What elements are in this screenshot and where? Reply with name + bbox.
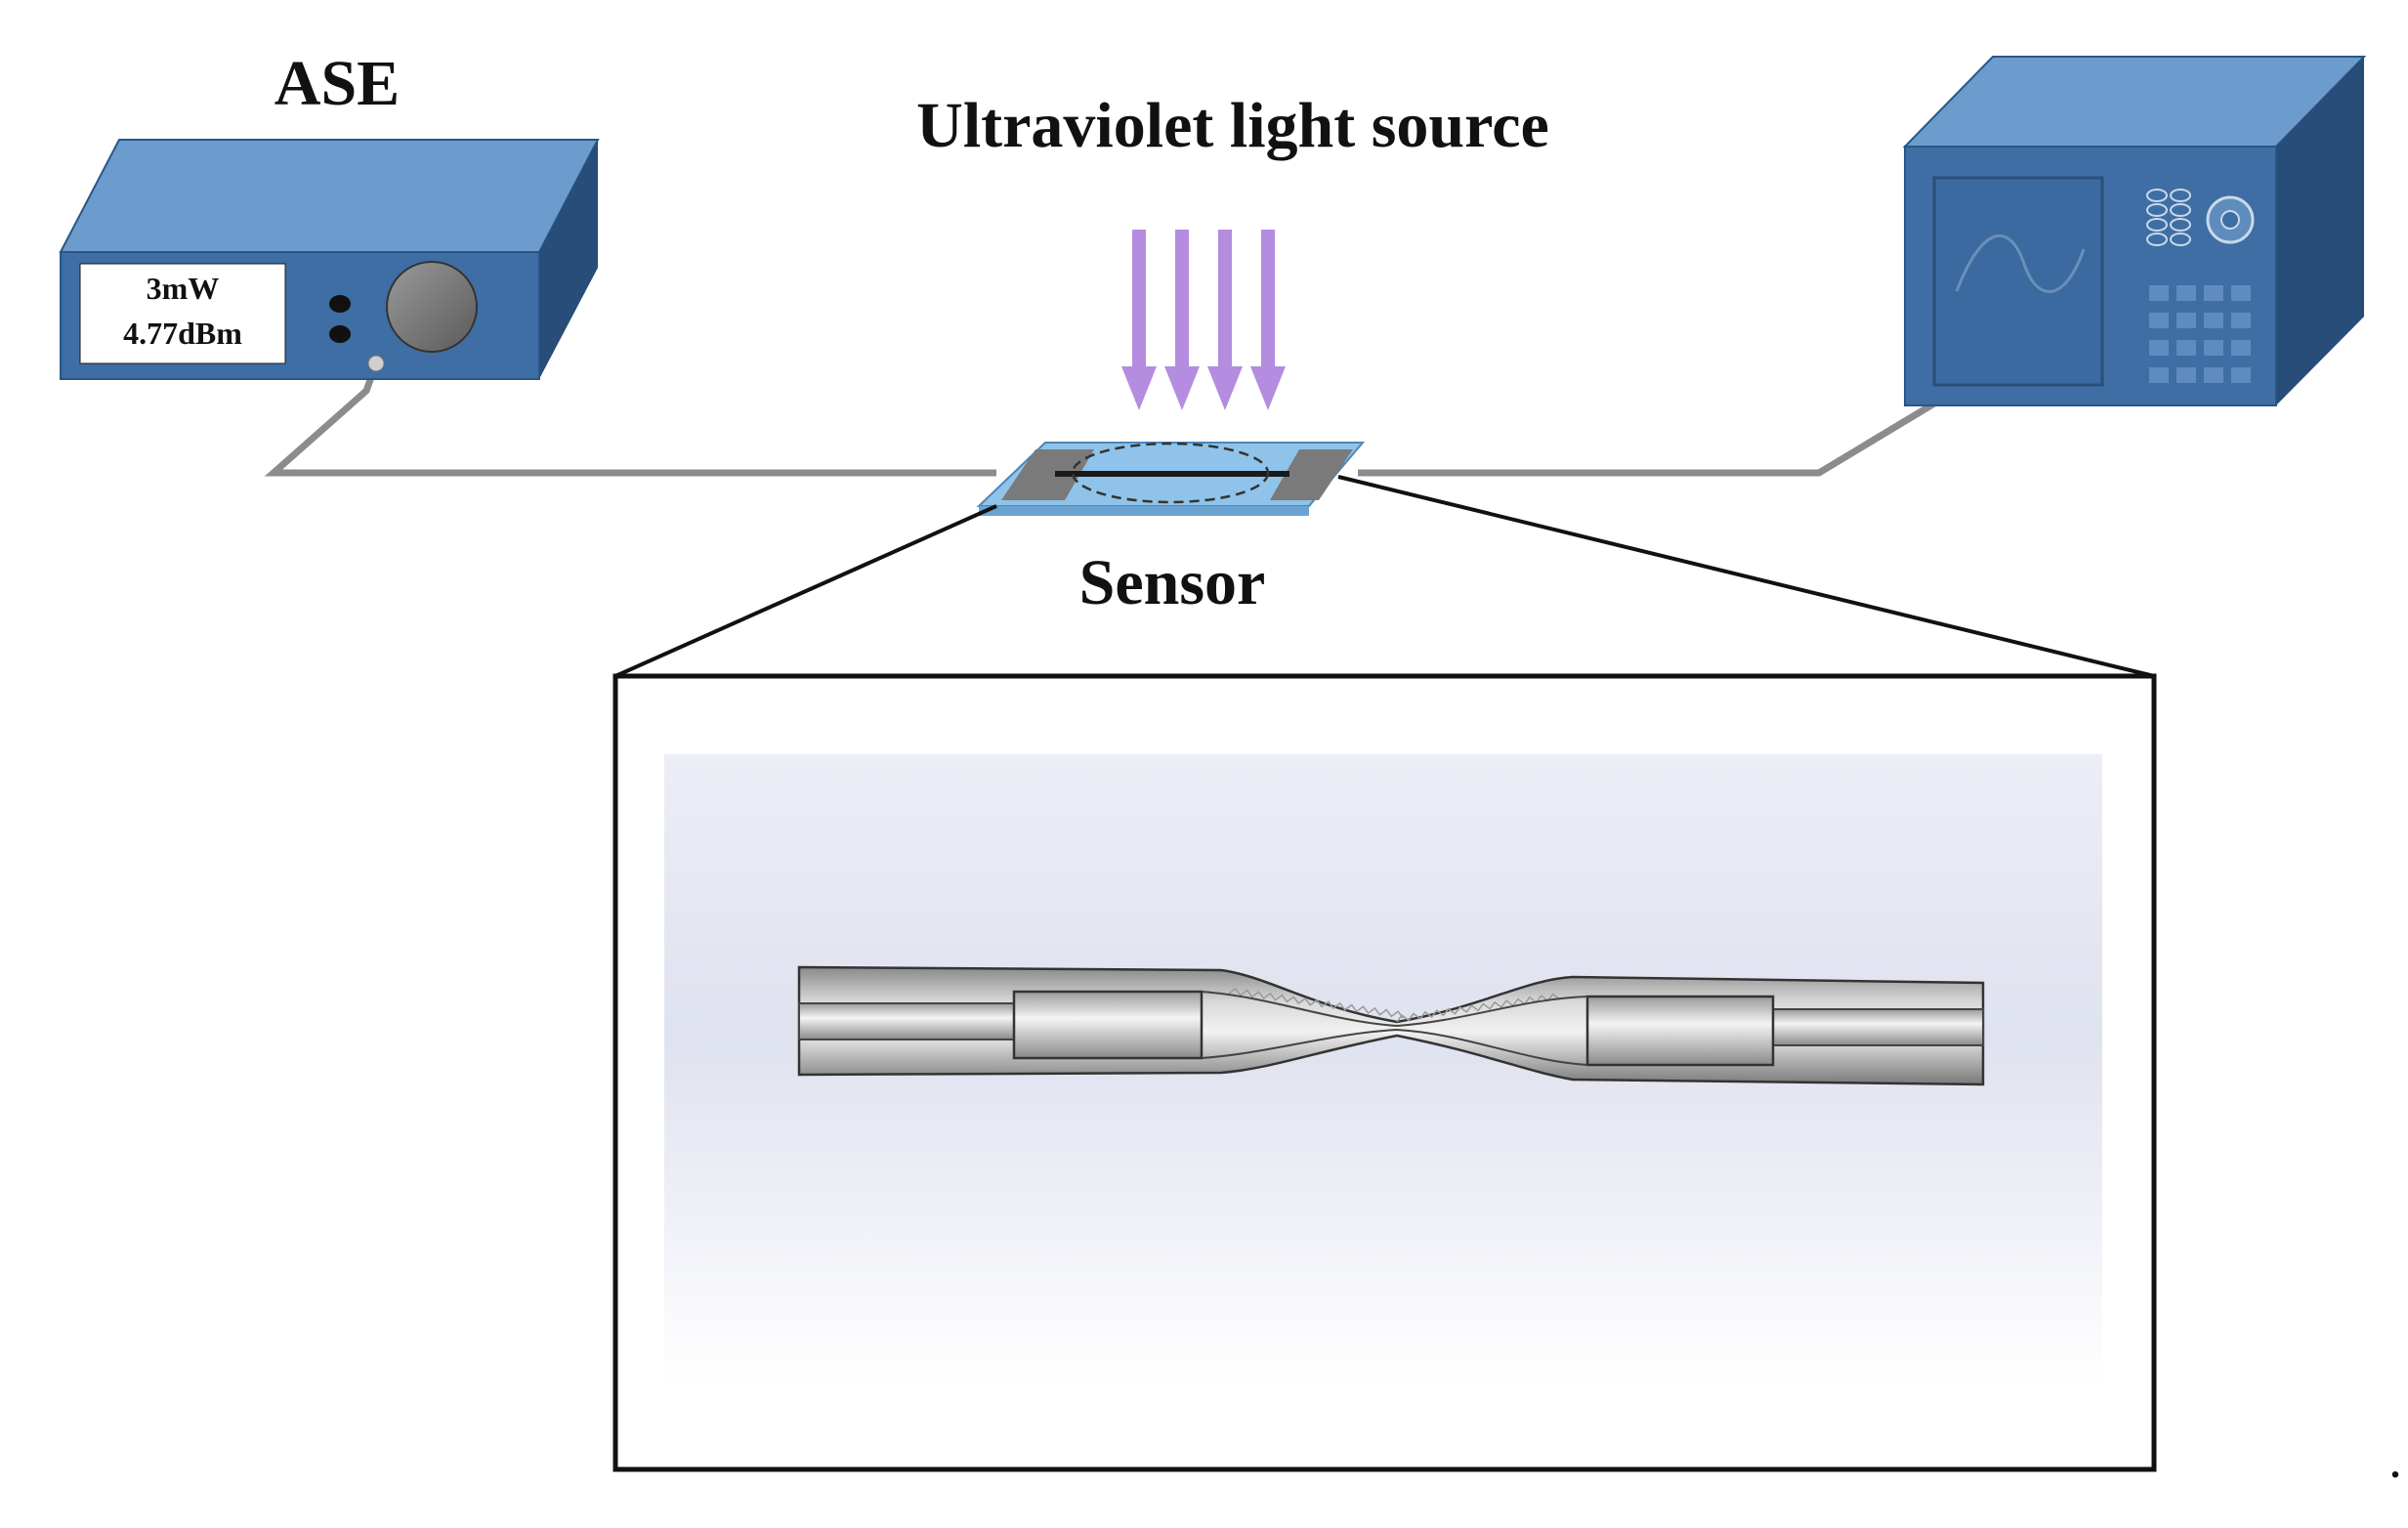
taper-upper-edge bbox=[1201, 991, 1588, 1028]
sensor-left-clamp bbox=[1001, 449, 1094, 500]
sine-wave-icon bbox=[1955, 233, 2086, 293]
uv-title: Ultraviolet light source bbox=[916, 90, 1549, 161]
ase-display-panel bbox=[79, 263, 286, 364]
ase-power-dbm: 4.77dBm bbox=[123, 316, 242, 351]
taper-texture-left-top bbox=[1228, 987, 1404, 1019]
round-knob-icon bbox=[386, 261, 478, 353]
sensor-right-clamp bbox=[1270, 449, 1353, 500]
sensor-plate bbox=[976, 442, 1366, 516]
fiber-sensor-to-osa bbox=[1358, 386, 1961, 477]
uv-arrow-2 bbox=[1164, 230, 1200, 410]
keypad-icon bbox=[2149, 285, 2251, 383]
uv-arrow-4 bbox=[1250, 230, 1286, 410]
left-fiber-core bbox=[798, 1002, 1015, 1040]
zoom-line-left bbox=[614, 504, 997, 678]
ase-indicator-dot-2 bbox=[329, 325, 351, 343]
tapered-fiber-model bbox=[797, 965, 1985, 1086]
osa-button-cluster bbox=[2146, 189, 2255, 246]
ase-power-mw: 3mW bbox=[147, 271, 220, 306]
uv-arrows bbox=[1121, 230, 1286, 410]
taper-lower-edge bbox=[1201, 1028, 1588, 1066]
left-inner-section bbox=[1012, 990, 1204, 1060]
right-inner-section bbox=[1585, 995, 1775, 1067]
ase-side-face bbox=[539, 140, 598, 379]
uv-arrow-3 bbox=[1207, 230, 1243, 410]
sensor-glass-edge bbox=[979, 506, 1309, 516]
taper-texture-right-top bbox=[1396, 993, 1560, 1023]
ase-indicator-dot-1 bbox=[329, 295, 351, 313]
stray-mark: . bbox=[2390, 1442, 2400, 1486]
sensor-title: Sensor bbox=[1079, 547, 1266, 618]
sensor-region-marker bbox=[1071, 442, 1270, 504]
ase-source-device: 3mW 4.77dBm bbox=[59, 139, 600, 380]
uv-arrow-1 bbox=[1121, 230, 1157, 410]
ase-title: ASE bbox=[275, 48, 400, 119]
zoom-line-right bbox=[1337, 475, 2155, 678]
spectrum-analyzer-device bbox=[1902, 56, 2367, 406]
right-fiber-core bbox=[1772, 1008, 1984, 1046]
sensor-zoom-inset bbox=[613, 673, 2157, 1472]
ase-top-face bbox=[59, 139, 600, 253]
ase-output-port bbox=[367, 355, 385, 372]
osa-side-face bbox=[2276, 57, 2364, 405]
